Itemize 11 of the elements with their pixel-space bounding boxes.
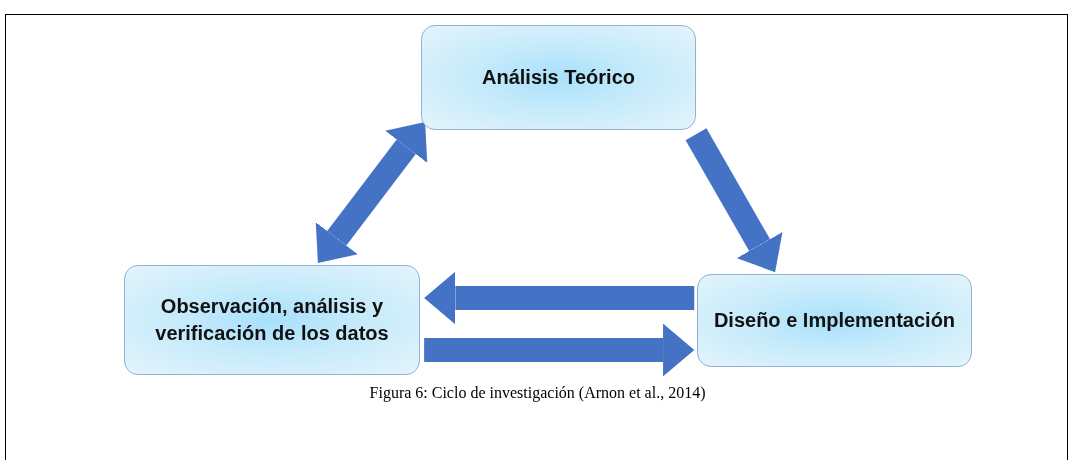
- box-label: Observación, análisis y verificación de los datos: [154, 294, 390, 346]
- box-label: Análisis Teórico: [481, 65, 636, 90]
- process-box: [697, 274, 972, 367]
- box-label: Diseño e Implementación: [712, 308, 957, 333]
- block-arrow: [685, 128, 783, 273]
- block-arrow: [424, 271, 695, 325]
- block-arrow: [424, 323, 695, 377]
- figure-caption: Figura 6: Ciclo de investigación (Arnon et al., 2014): [369, 384, 706, 401]
- process-box: [421, 25, 696, 130]
- block-arrow: [315, 122, 428, 263]
- process-box: [124, 265, 420, 375]
